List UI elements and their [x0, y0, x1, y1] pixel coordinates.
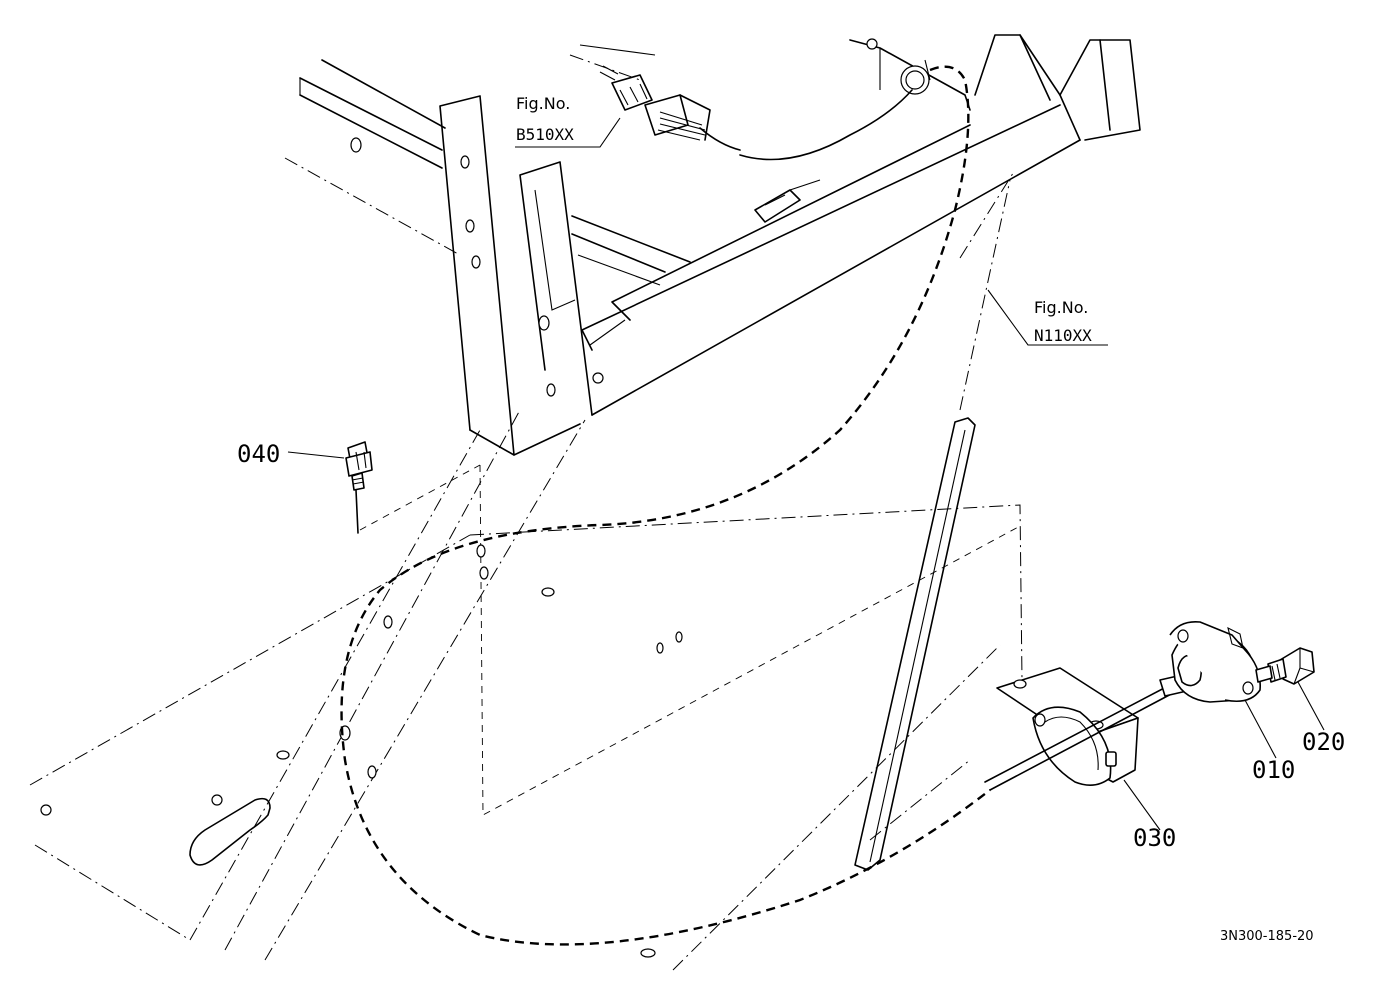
part-020-screw[interactable] [1255, 647, 1315, 685]
leader-040 [287, 451, 345, 459]
leader-030 [1123, 779, 1161, 831]
leader-fig-upper [515, 117, 621, 148]
leader-020 [1297, 681, 1325, 731]
frame-structure [284, 34, 1141, 456]
harness-connector [569, 44, 913, 161]
cable-route [340, 65, 991, 946]
drawing-id: 3N300-185-20 [1220, 929, 1314, 944]
fig-ref-right-code[interactable]: N110XX [1034, 326, 1092, 345]
leader-fig-right [987, 289, 1108, 346]
callout-040: 040 [237, 440, 280, 468]
floor-panel [29, 169, 1023, 971]
fig-ref-upper-label: Fig.No. [516, 94, 570, 113]
part-040-bolt[interactable] [345, 441, 373, 534]
callout-010: 010 [1252, 756, 1295, 784]
callout-030: 030 [1133, 824, 1176, 852]
fig-ref-right-label: Fig.No. [1034, 298, 1088, 317]
fig-ref-upper-code[interactable]: B510XX [516, 125, 574, 144]
part-010-switch[interactable] [984, 620, 1262, 791]
callout-020: 020 [1302, 728, 1345, 756]
part-030-bracket[interactable] [996, 667, 1139, 786]
leader-010 [1244, 699, 1277, 759]
